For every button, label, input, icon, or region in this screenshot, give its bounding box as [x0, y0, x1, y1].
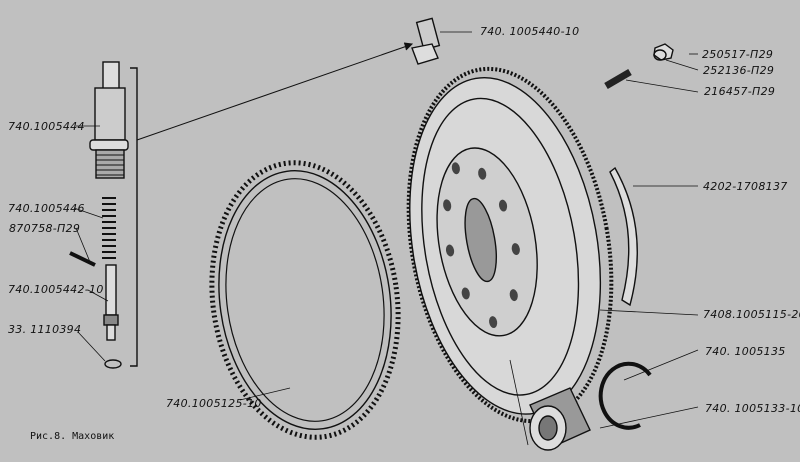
nut-part	[653, 43, 674, 61]
label-bearing: 740. 1005133-10	[705, 402, 800, 415]
flywheel-part	[406, 66, 614, 424]
washer-part	[104, 359, 122, 369]
label-plate: 4202-1708137	[703, 180, 788, 193]
figure-caption: Рис.8. Маховик	[30, 431, 115, 442]
valve-body-part	[89, 61, 129, 179]
label-stud: 216457-П29	[704, 85, 776, 98]
label-retaining-ring: 740. 1005135	[705, 345, 786, 358]
label-nut: 250517-П29	[702, 48, 774, 61]
pin-part	[69, 251, 96, 267]
plate-part	[609, 166, 638, 307]
stud-part	[604, 68, 632, 90]
bearing-part	[509, 359, 591, 451]
label-plunger: 740.1005442-10	[8, 283, 104, 296]
ring-gear-part	[209, 160, 401, 440]
label-valve-assembly: 740. 1005440-10	[480, 25, 580, 38]
label-lock-washer: 252136-П29	[703, 64, 775, 77]
label-valve-body: 740.1005444	[8, 120, 85, 133]
retaining-ring-part	[598, 361, 652, 430]
label-ring-gear: 740.1005125-10	[166, 397, 262, 410]
leader-arrow	[136, 44, 411, 141]
spring-part	[102, 197, 116, 259]
plunger-part	[103, 264, 119, 341]
lock-washer-part	[653, 49, 667, 61]
group-bracket	[130, 67, 138, 367]
label-pin: 870758-П29	[9, 222, 81, 235]
label-flywheel: 7408.1005115-20	[703, 308, 800, 321]
label-washer: 33. 1110394	[8, 323, 82, 336]
label-spring: 740.1005446	[8, 202, 85, 215]
valve-assembly-part	[411, 17, 472, 65]
